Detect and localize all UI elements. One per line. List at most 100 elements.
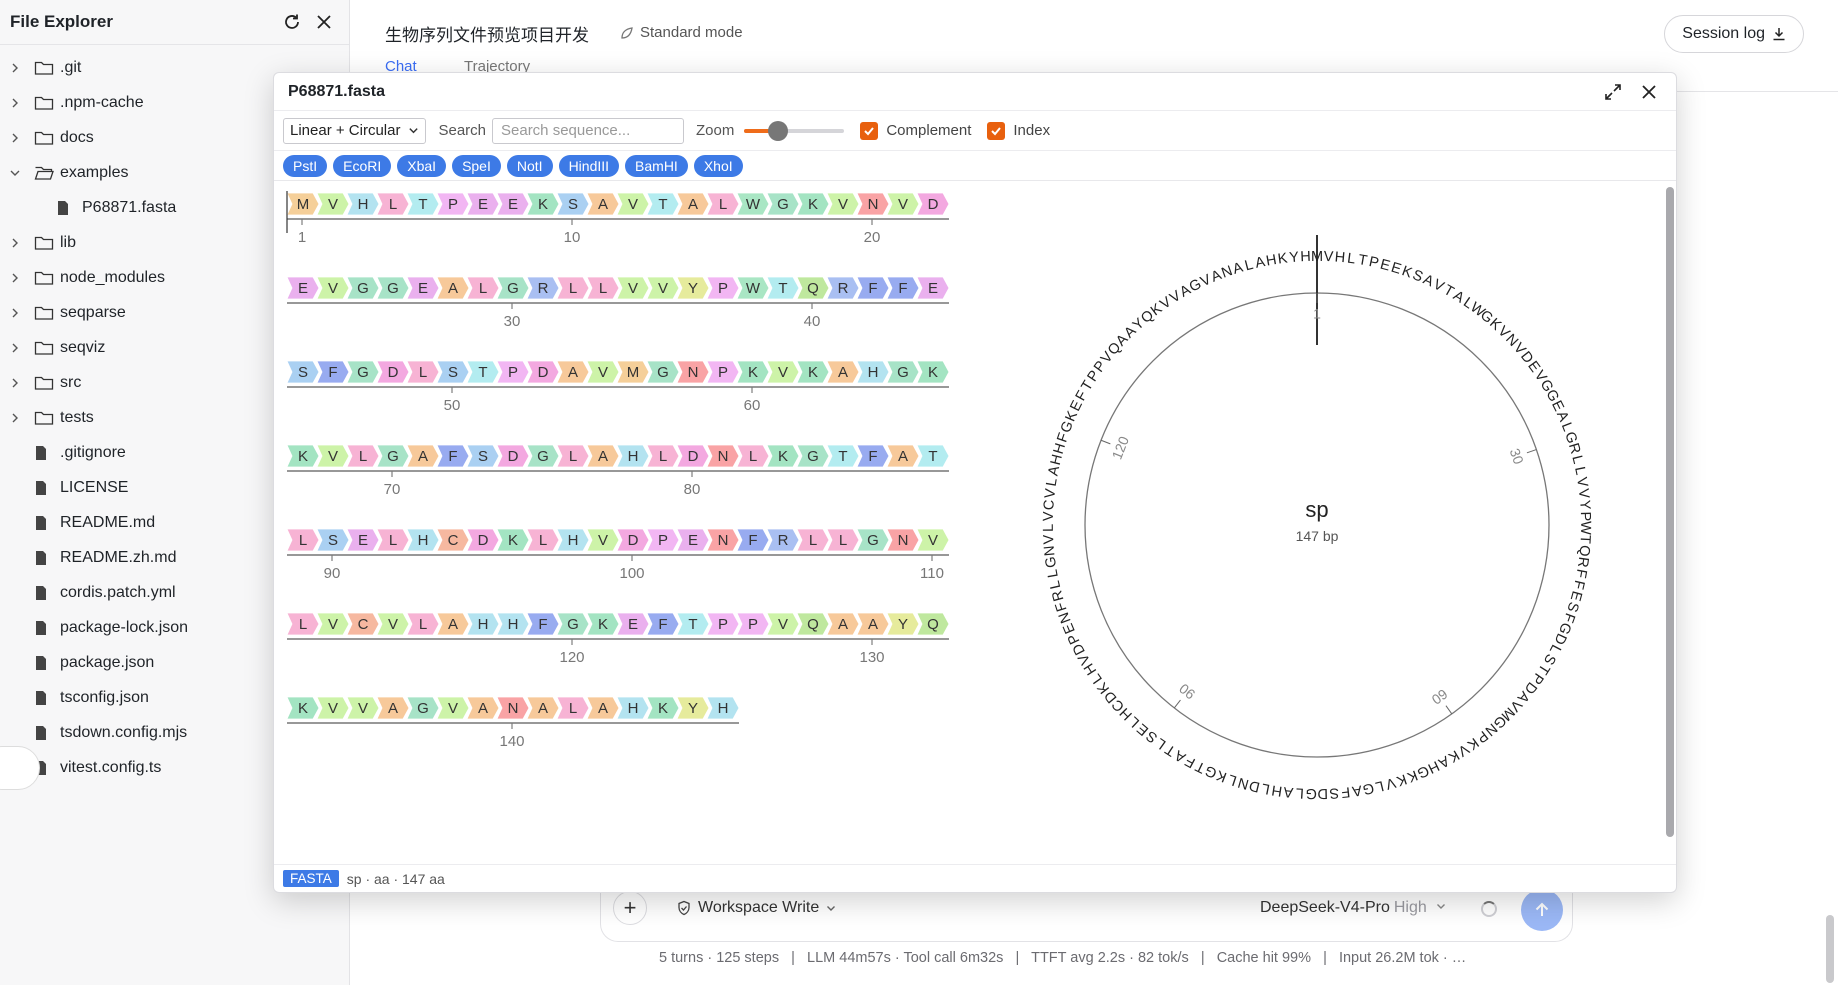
folder-item[interactable]: seqviz (0, 330, 349, 365)
circular-residue-letter: L (1346, 251, 1356, 268)
collapsed-panel-handle[interactable] (0, 746, 40, 790)
residue-letter: D (538, 364, 549, 381)
residue-block (766, 528, 800, 552)
enzyme-chip[interactable]: XhoI (693, 154, 743, 177)
file-item[interactable]: package.json (0, 645, 349, 680)
chevron-right-icon[interactable] (8, 236, 22, 250)
residue-block (916, 528, 950, 552)
chevron-right-icon[interactable] (8, 411, 22, 425)
file-item[interactable]: README.zh.md (0, 540, 349, 575)
file-item[interactable]: P68871.fasta (0, 190, 349, 225)
file-item[interactable]: .gitignore (0, 435, 349, 470)
residue-letter: L (749, 448, 757, 465)
folder-item[interactable]: .git (0, 50, 349, 85)
enzyme-chip[interactable]: XbaI (397, 154, 447, 177)
file-item[interactable]: package-lock.json (0, 610, 349, 645)
residue-letter: K (778, 448, 788, 465)
residue-block (676, 612, 710, 636)
folder-item[interactable]: node_modules (0, 260, 349, 295)
zoom-slider[interactable] (744, 120, 845, 141)
residue-letter: C (448, 532, 459, 549)
close-icon[interactable] (309, 7, 339, 37)
folder-icon (34, 339, 54, 357)
circular-residue-letter: N (1236, 774, 1250, 792)
chevron-right-icon[interactable] (8, 271, 22, 285)
residue-letter: D (508, 448, 519, 465)
residue-letter: Q (807, 616, 819, 633)
residue-letter: L (419, 364, 427, 381)
folder-item[interactable]: .npm-cache (0, 85, 349, 120)
residue-letter: T (838, 448, 847, 465)
chevron-right-icon[interactable] (8, 376, 22, 390)
residue-block (766, 444, 800, 468)
residue-block (706, 192, 740, 216)
chevron-right-icon[interactable] (8, 341, 22, 355)
folder-item[interactable]: src (0, 365, 349, 400)
enzyme-chip[interactable]: EcoRI (333, 154, 392, 177)
model-level: High (1393, 899, 1427, 916)
view-mode-select[interactable]: Linear + Circular (283, 117, 427, 144)
session-log-button[interactable]: Session log (1664, 15, 1804, 53)
circular-tick-label: 1 (1313, 306, 1321, 322)
viewer-scrollbar[interactable] (1666, 187, 1674, 837)
residue-letter: K (808, 196, 818, 213)
folder-item[interactable]: lib (0, 225, 349, 260)
file-item[interactable]: cordis.patch.yml (0, 575, 349, 610)
complement-toggle[interactable]: Complement (860, 121, 971, 140)
residue-letter: E (418, 280, 428, 297)
residue-letter: R (538, 280, 549, 297)
chevron-right-icon[interactable] (8, 96, 22, 110)
main-header: 生物序列文件预览项目开发 Standard mode Chat Trajecto… (351, 0, 1838, 92)
residue-letter: T (688, 616, 697, 633)
circular-tick (1445, 705, 1453, 715)
enzyme-chip[interactable]: NotI (506, 154, 553, 177)
workspace-selector[interactable]: Workspace Write (676, 899, 837, 917)
file-icon (34, 549, 54, 567)
refresh-icon[interactable] (277, 7, 307, 37)
close-dialog-icon[interactable] (1636, 79, 1662, 105)
chevron-right-icon[interactable] (8, 131, 22, 145)
chevron-right-icon[interactable] (8, 61, 22, 75)
circular-residue-letter: F (1570, 579, 1588, 591)
residue-letter: S (568, 196, 578, 213)
send-button[interactable] (1521, 889, 1563, 931)
file-item[interactable]: LICENSE (0, 470, 349, 505)
chevron-right-icon[interactable] (8, 306, 22, 320)
circular-residue-letter: L (1568, 454, 1585, 466)
index-toggle[interactable]: Index (987, 121, 1050, 140)
chevron-down-icon[interactable] (8, 166, 22, 180)
tab-chat[interactable]: Chat (385, 58, 417, 75)
circular-residue-letter: Q (1575, 544, 1592, 557)
search-input[interactable] (492, 117, 684, 144)
enzyme-chip[interactable]: HindIII (558, 154, 620, 177)
residue-block (916, 276, 950, 300)
residue-letter: Q (807, 280, 819, 297)
folder-item[interactable]: examples (0, 155, 349, 190)
enzyme-chip[interactable]: PstI (283, 154, 328, 177)
file-item[interactable]: tsconfig.json (0, 680, 349, 715)
residue-block (886, 444, 920, 468)
tab-trajectory[interactable]: Trajectory (464, 58, 531, 75)
main-scrollbar[interactable] (1826, 915, 1834, 983)
file-item[interactable]: tsdown.config.mjs (0, 715, 349, 750)
residue-block (586, 276, 620, 300)
expand-icon[interactable] (1600, 79, 1626, 105)
circular-tick (1526, 449, 1537, 454)
folder-item[interactable]: docs (0, 120, 349, 155)
circular-residue-letter: P (1577, 511, 1593, 521)
residue-letter: L (809, 532, 817, 549)
add-attachment-button[interactable]: + (613, 891, 647, 925)
enzyme-chip[interactable]: SpeI (452, 154, 501, 177)
residue-block (646, 276, 680, 300)
zoom-knob[interactable] (768, 120, 789, 141)
folder-item[interactable]: tests (0, 400, 349, 435)
mode-indicator[interactable]: Standard mode (619, 24, 743, 41)
folder-item[interactable]: seqparse (0, 295, 349, 330)
circular-residue-letter: Y (1289, 249, 1300, 266)
circular-tick-label: 120 (1109, 434, 1133, 462)
enzyme-chip[interactable]: BamHI (625, 154, 688, 177)
residue-block (376, 276, 410, 300)
residue-letter: L (419, 616, 427, 633)
file-item[interactable]: README.md (0, 505, 349, 540)
